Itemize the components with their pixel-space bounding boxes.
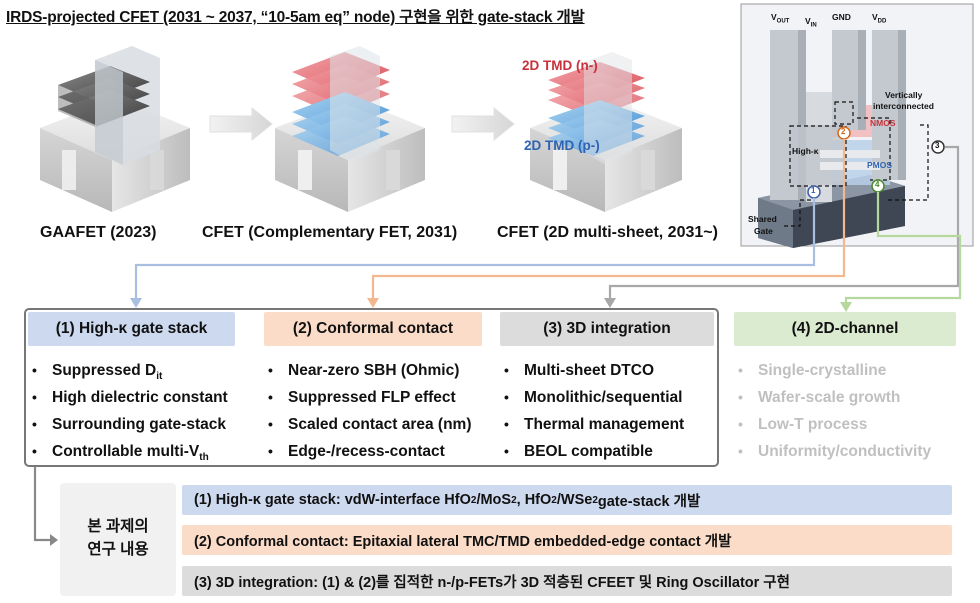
nmos-label: NMOS bbox=[870, 118, 896, 128]
research-label: 본 과제의 연구 내용 bbox=[87, 518, 149, 558]
list-item: Controllable multi-Vth bbox=[30, 438, 228, 465]
highk-label: High-κ bbox=[792, 146, 819, 156]
columns-frame bbox=[24, 308, 719, 467]
marker-2-label: 2 bbox=[841, 127, 846, 136]
column-header-conformal-contact: (2) Conformal contact bbox=[264, 312, 482, 346]
interconnected-label: interconnected bbox=[873, 101, 934, 111]
right-arrow-icon bbox=[451, 106, 515, 142]
list-item: Scaled contact area (nm) bbox=[266, 411, 471, 438]
column-list-conformal-contact: Near-zero SBH (Ohmic) Suppressed FLP eff… bbox=[266, 357, 471, 465]
marker-4-label: 4 bbox=[875, 180, 880, 189]
research-item-conformal-contact: (2) Conformal contact: Epitaxial lateral… bbox=[182, 525, 952, 555]
list-item: Suppressed Dit bbox=[30, 357, 228, 384]
research-item-3d-integration: (3) 3D integration: (1) & (2)를 집적한 n-/p-… bbox=[182, 566, 952, 596]
vout-label: VOUT bbox=[771, 12, 790, 25]
cfet-caption: CFET (Complementary FET, 2031) bbox=[202, 224, 458, 241]
column-header-2d-channel: (4) 2D-channel bbox=[734, 312, 956, 346]
vin-label: VIN bbox=[805, 16, 817, 29]
column-header-3d-integration: (3) 3D integration bbox=[500, 312, 714, 346]
page-title: IRDS-projected CFET (2031 ~ 2037, “10-5a… bbox=[6, 9, 585, 26]
list-item: Edge-/recess-contact bbox=[266, 438, 471, 465]
list-item: Uniformity/conductivity bbox=[736, 438, 931, 465]
research-item-high-k: (1) High-κ gate stack: vdW-interface HfO… bbox=[182, 485, 952, 515]
list-item: Near-zero SBH (Ohmic) bbox=[266, 357, 471, 384]
research-label-box: 본 과제의 연구 내용 bbox=[60, 483, 176, 596]
list-item: Suppressed FLP effect bbox=[266, 384, 471, 411]
cfet-2d-caption: CFET (2D multi-sheet, 2031~) bbox=[497, 224, 718, 241]
vertically-label: Vertically bbox=[885, 90, 923, 100]
list-item: Low-T process bbox=[736, 411, 931, 438]
marker-1-label: 1 bbox=[811, 186, 816, 195]
shared-label: Shared bbox=[748, 214, 777, 224]
list-item: Single-crystalline bbox=[736, 357, 931, 384]
gaafet-caption: GAAFET (2023) bbox=[40, 224, 157, 241]
list-item: Monolithic/sequential bbox=[502, 384, 684, 411]
vdd-label: VDD bbox=[872, 12, 887, 25]
column-list-3d-integration: Multi-sheet DTCO Monolithic/sequential T… bbox=[502, 357, 684, 465]
gaafet-illustration bbox=[40, 46, 190, 212]
column-list-2d-channel: Single-crystalline Wafer-scale growth Lo… bbox=[736, 357, 931, 465]
cfet-illustration bbox=[275, 46, 425, 212]
list-item: Wafer-scale growth bbox=[736, 384, 931, 411]
gate-label: Gate bbox=[754, 226, 773, 236]
tmd-p-label: 2D TMD (p-) bbox=[524, 138, 600, 153]
list-item: Multi-sheet DTCO bbox=[502, 357, 684, 384]
pmos-label: PMOS bbox=[867, 160, 893, 170]
list-item: High dielectric constant bbox=[30, 384, 228, 411]
gnd-label: GND bbox=[832, 12, 851, 22]
tmd-n-label: 2D TMD (n-) bbox=[522, 58, 598, 73]
column-header-high-k: (1) High-κ gate stack bbox=[28, 312, 235, 346]
list-item: Surrounding gate-stack bbox=[30, 411, 228, 438]
list-item: Thermal management bbox=[502, 411, 684, 438]
cfet-2d-illustration bbox=[530, 52, 682, 212]
connector-lines bbox=[33, 139, 962, 546]
list-item: BEOL compatible bbox=[502, 438, 684, 465]
marker-3-icon bbox=[931, 140, 945, 154]
column-list-high-k: Suppressed Dit High dielectric constant … bbox=[30, 357, 228, 465]
marker-3-label: 3 bbox=[935, 141, 940, 150]
cfet-schematic bbox=[740, 3, 974, 248]
right-arrow-icon bbox=[209, 106, 273, 142]
